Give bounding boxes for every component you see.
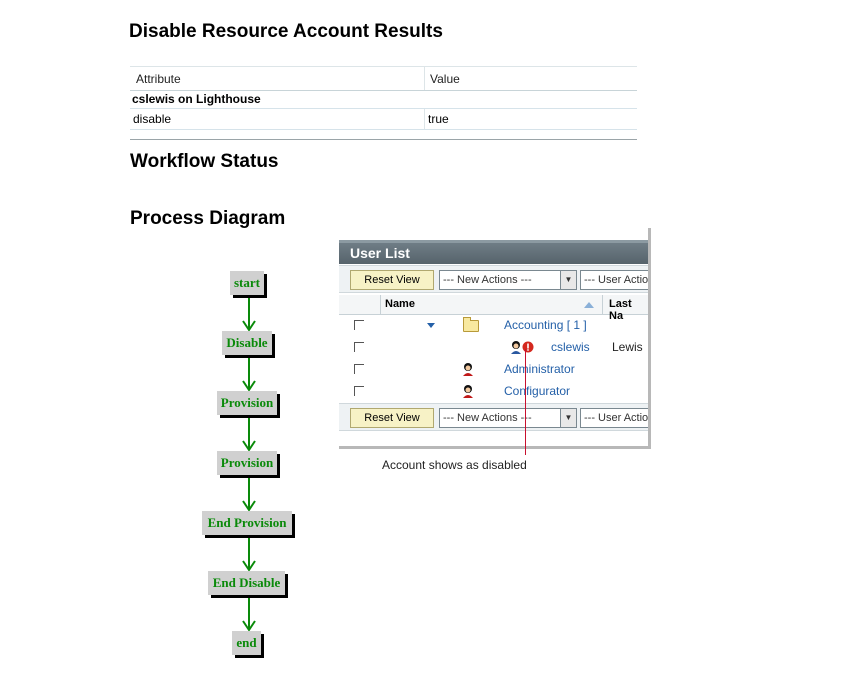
sort-ascending-icon[interactable] [584,302,594,308]
chevron-down-icon[interactable]: ▼ [560,409,576,427]
reset-view-button[interactable]: Reset View [350,408,434,428]
user-list-toolbar-top: Reset View --- New Actions --- ▼ --- Use… [339,265,648,293]
user-actions-select[interactable]: --- User Actio [580,270,649,290]
arrowhead-icon [242,380,256,392]
user-link-cslewis[interactable]: cslewis [551,340,590,354]
new-actions-select[interactable]: --- New Actions --- ▼ [439,270,577,290]
disabled-badge-icon [522,341,534,353]
page-title: Disable Resource Account Results [129,21,443,42]
last-name-column-header[interactable]: Last Na [609,298,632,322]
row-checkbox[interactable] [354,364,364,374]
reset-view-button[interactable]: Reset View [350,270,434,290]
arrowhead-icon [242,560,256,572]
user-link-administrator[interactable]: Administrator [504,362,575,376]
new-actions-value: --- New Actions --- [443,412,532,424]
list-item: Administrator [339,359,648,381]
user-list-title: User List [350,245,410,261]
process-node-provision: Provision [217,391,277,415]
column-divider [424,67,425,90]
list-item: Accounting [ 1 ] [339,315,648,337]
process-node-start: start [230,271,264,295]
user-list-title-bar: User List [339,240,648,264]
user-list-screenshot: User List Reset View --- New Actions ---… [339,228,651,449]
callout-line [525,349,526,455]
list-item: Configurator [339,381,648,403]
column-divider [380,295,381,314]
user-actions-value: --- User Actio [584,412,649,424]
last-name-cell: Lewis [612,340,643,354]
header-attribute: Attribute [136,72,181,86]
process-node-disable: Disable [222,331,272,355]
column-divider [424,109,425,129]
user-actions-value: --- User Actio [584,274,649,286]
process-node-end-disable: End Disable [208,571,285,595]
arrowhead-icon [242,500,256,512]
process-diagram-heading: Process Diagram [130,208,286,229]
process-node-provision: Provision [217,451,277,475]
user-icon [511,341,521,354]
section-divider [130,139,637,140]
arrowhead-icon [242,320,256,332]
list-item: cslewis Lewis [339,337,648,359]
row-checkbox[interactable] [354,320,364,330]
user-icon [463,363,473,376]
folder-icon [463,317,479,332]
expand-arrow-icon[interactable] [427,323,435,328]
resource-group-label: cslewis on Lighthouse [132,92,261,106]
results-table-header: Attribute Value [130,66,637,91]
user-list-toolbar-bottom: Reset View --- New Actions --- ▼ --- Use… [339,403,648,431]
new-actions-select[interactable]: --- New Actions --- ▼ [439,408,577,428]
organization-link[interactable]: Accounting [ 1 ] [504,318,587,332]
process-node-end-provision: End Provision [202,511,292,535]
workflow-status-heading: Workflow Status [130,151,279,172]
row-checkbox[interactable] [354,342,364,352]
process-node-end: end [232,631,261,655]
value-cell: true [428,112,449,126]
user-list-column-header: Name Last Na [339,295,648,322]
new-actions-value: --- New Actions --- [443,274,532,286]
row-checkbox[interactable] [354,386,364,396]
table-row: disable true [130,108,637,130]
callout-label: Account shows as disabled [382,458,527,472]
arrowhead-icon [242,620,256,632]
user-actions-select[interactable]: --- User Actio [580,408,649,428]
header-value: Value [430,72,460,86]
user-link-configurator[interactable]: Configurator [504,384,571,398]
column-divider [602,295,603,314]
attribute-cell: disable [133,112,172,126]
name-column-header[interactable]: Name [385,298,415,310]
chevron-down-icon[interactable]: ▼ [560,271,576,289]
arrowhead-icon [242,440,256,452]
user-icon [463,385,473,398]
